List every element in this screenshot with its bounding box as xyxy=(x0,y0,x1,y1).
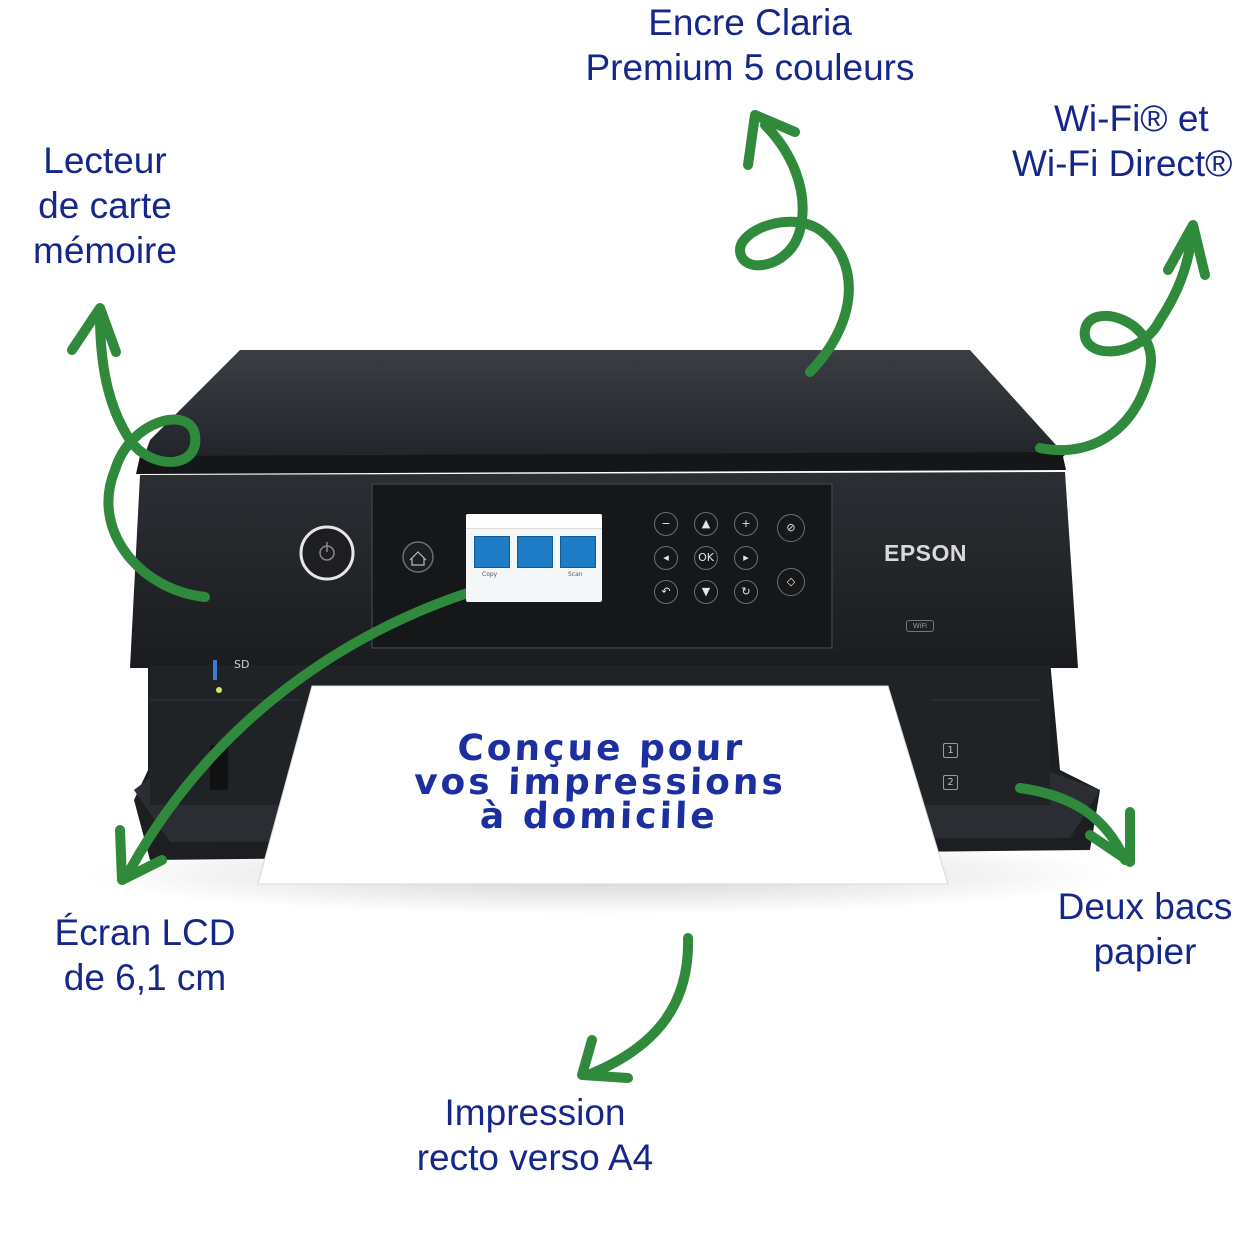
stop-icon: ⊘ xyxy=(777,514,805,542)
right-arrow-button: ▸ xyxy=(734,546,758,570)
home-button xyxy=(402,541,434,573)
tray-1-label: 1 xyxy=(943,743,958,758)
brand-logo: EPSON xyxy=(884,540,968,566)
arrow-trays xyxy=(1015,783,1130,865)
scanner-lid xyxy=(140,350,1065,468)
tray-2-label: 2 xyxy=(943,775,958,790)
control-panel xyxy=(371,483,833,649)
lcd-screen: Copy Scan xyxy=(466,514,602,602)
arrow-ink xyxy=(735,120,854,377)
arrow-card-reader xyxy=(95,310,210,602)
label-duplex-line-1: Impression xyxy=(444,1092,626,1133)
arrow-duplex xyxy=(583,933,694,1080)
label-card-line-2: de carte xyxy=(38,185,172,226)
lcd-status-bar xyxy=(466,514,602,529)
label-trays-line-2: papier xyxy=(1093,931,1197,972)
lcd-caption-scan: Scan xyxy=(568,571,583,578)
label-ink-line-1: Encre Claria xyxy=(648,2,852,43)
lcd-copy-tile xyxy=(474,536,510,568)
up-arrow-button: ▲ xyxy=(694,512,718,536)
minus-button: − xyxy=(654,512,678,536)
label-card-line-3: mémoire xyxy=(33,230,177,271)
left-arrow-button: ◂ xyxy=(654,546,678,570)
lid-edge xyxy=(136,452,1066,474)
paper-line-3: à domicile xyxy=(479,796,719,837)
wifi-badge: WiFi xyxy=(906,620,934,632)
label-trays-line-1: Deux bacs xyxy=(1057,886,1233,927)
label-lcd: Écran LCD de 6,1 cm xyxy=(30,910,260,1000)
label-ink: Encre Claria Premium 5 couleurs xyxy=(530,0,970,90)
paper-line-2: vos impressions xyxy=(413,762,787,803)
label-wifi-line-2: Wi-Fi Direct® xyxy=(1012,143,1233,184)
power-button xyxy=(299,525,355,581)
ok-button: OK xyxy=(694,546,718,570)
paper-slogan: Conçue pour vos impressions à domicile xyxy=(298,728,902,837)
label-wifi-line-1: Wi-Fi® et xyxy=(1054,98,1209,139)
callout-arrows xyxy=(67,110,1210,1083)
lcd-caption-copy: Copy xyxy=(482,571,498,578)
label-lcd-line-2: de 6,1 cm xyxy=(63,957,227,998)
label-lcd-line-1: Écran LCD xyxy=(54,912,236,953)
down-arrow-button: ▼ xyxy=(694,580,718,604)
paper-sheet xyxy=(257,685,949,885)
label-card-line-1: Lecteur xyxy=(43,140,167,181)
arrow-wifi xyxy=(1035,225,1197,455)
label-wifi: Wi-Fi® et Wi-Fi Direct® xyxy=(1012,96,1250,186)
label-duplex-line-2: recto verso A4 xyxy=(416,1137,654,1178)
status-led xyxy=(216,687,222,693)
label-duplex: Impression recto verso A4 xyxy=(370,1090,700,1180)
plus-button: + xyxy=(734,512,758,536)
label-card-reader: Lecteur de carte mémoire xyxy=(10,138,200,273)
sd-label: SD xyxy=(234,658,250,671)
refresh-icon: ↻ xyxy=(734,580,758,604)
label-trays: Deux bacs papier xyxy=(1040,884,1250,974)
lcd-photo-tile xyxy=(517,536,553,568)
start-icon: ◇ xyxy=(777,568,805,596)
sd-slot-light xyxy=(213,660,217,680)
paper-line-1: Conçue pour xyxy=(456,728,746,769)
lcd-scan-tile xyxy=(560,536,596,568)
label-ink-line-2: Premium 5 couleurs xyxy=(585,47,915,88)
back-button: ↶ xyxy=(654,580,678,604)
